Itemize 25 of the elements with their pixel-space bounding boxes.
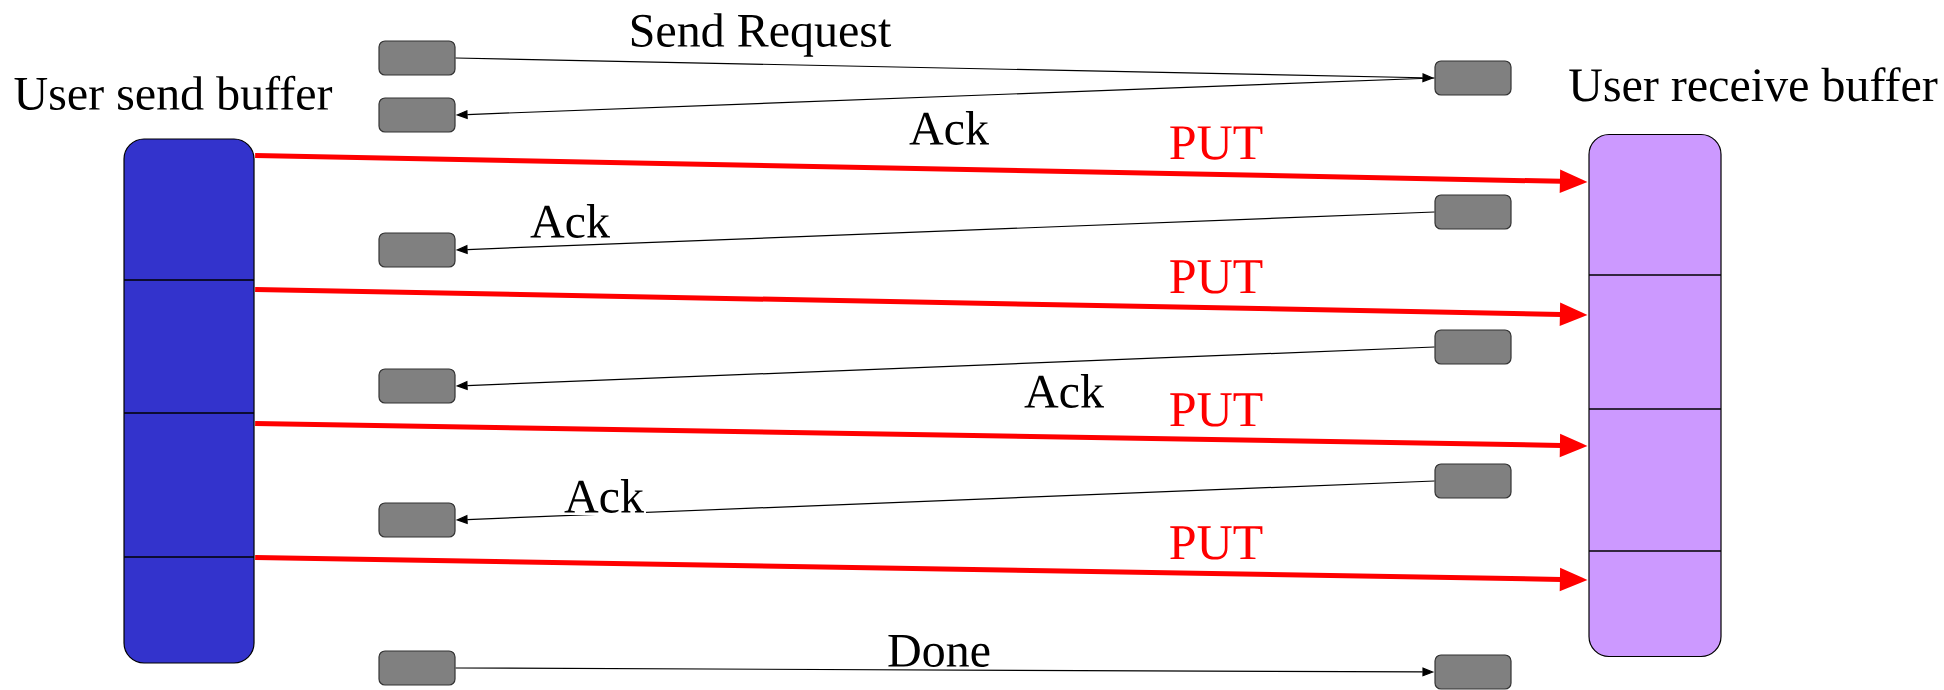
queue-box (1434, 194, 1512, 230)
node-label: User send buffer (14, 75, 333, 110)
queue-box (378, 232, 456, 268)
node-label: User receive buffer (1569, 67, 1938, 102)
queue-box (378, 650, 456, 686)
queue-box (1434, 60, 1512, 96)
edge-label: Ack (528, 202, 612, 240)
queue-box (378, 502, 456, 538)
edge-label: Ack (1022, 372, 1106, 410)
edge-label: PUT (1166, 524, 1266, 562)
queue-box (378, 40, 456, 76)
edge-label: Ack (562, 477, 646, 515)
edge-label: Ack (907, 109, 991, 147)
queue-box (378, 97, 456, 133)
queue-box (1434, 654, 1512, 690)
edge-label: Done (885, 633, 993, 669)
buffer-box: User send buffer (14, 75, 333, 664)
buffer-box: User receive buffer (1569, 67, 1938, 658)
edge-label: Send Request (626, 11, 894, 59)
queue-box (1434, 329, 1512, 365)
edge-label: PUT (1166, 124, 1266, 162)
edge-label: PUT (1166, 258, 1266, 296)
edge-label: PUT (1166, 391, 1266, 429)
queue-box (1434, 463, 1512, 499)
queue-box (378, 368, 456, 404)
